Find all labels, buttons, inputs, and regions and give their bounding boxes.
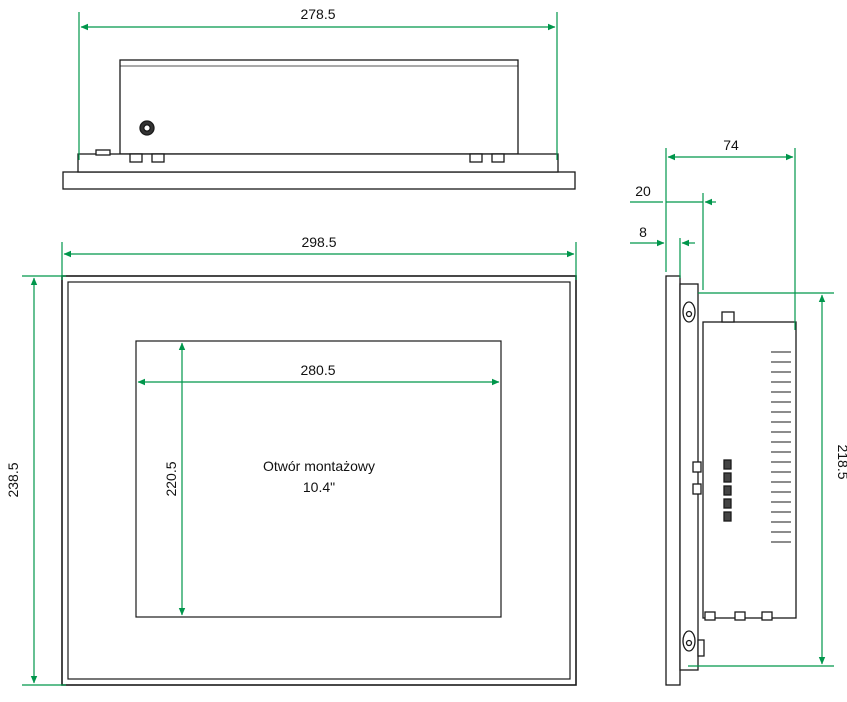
front-view-dimensions xyxy=(22,242,577,686)
cutout-title: Otwór montażowy xyxy=(263,458,375,474)
side-height-label: 218.5 xyxy=(835,444,847,479)
top-view-width-label: 278.5 xyxy=(300,6,335,22)
side-enclosure xyxy=(702,321,797,619)
side-mount-hole-top-icon xyxy=(682,301,696,323)
side-view-dimensions xyxy=(630,148,834,667)
side-offset8-label: 8 xyxy=(639,224,647,240)
front-height-label: 238.5 xyxy=(5,462,21,497)
top-view-connector-icon xyxy=(139,120,155,136)
cutout-width-label: 280.5 xyxy=(300,362,335,378)
side-panel-frame xyxy=(679,283,699,671)
top-view-bezel xyxy=(62,171,576,190)
top-view xyxy=(62,59,576,190)
top-view-enclosure xyxy=(119,59,519,155)
cutout-height-label: 220.5 xyxy=(163,461,179,496)
side-mount-hole-bottom-icon xyxy=(682,630,696,652)
top-view-width-dimension xyxy=(78,12,558,160)
top-view-clamps-left xyxy=(129,153,165,163)
side-bezel xyxy=(665,275,681,686)
side-offset20-label: 20 xyxy=(635,183,651,199)
side-depth-label: 74 xyxy=(723,137,739,153)
side-ports xyxy=(723,459,732,522)
top-view-clamps-right xyxy=(469,153,505,163)
front-view xyxy=(61,275,577,686)
side-view xyxy=(665,275,797,686)
side-heatsink-fins xyxy=(771,351,791,543)
front-width-label: 298.5 xyxy=(301,234,336,250)
front-bezel-inner xyxy=(67,281,571,680)
cutout-size: 10.4" xyxy=(303,479,335,495)
mounting-cutout xyxy=(135,340,502,618)
